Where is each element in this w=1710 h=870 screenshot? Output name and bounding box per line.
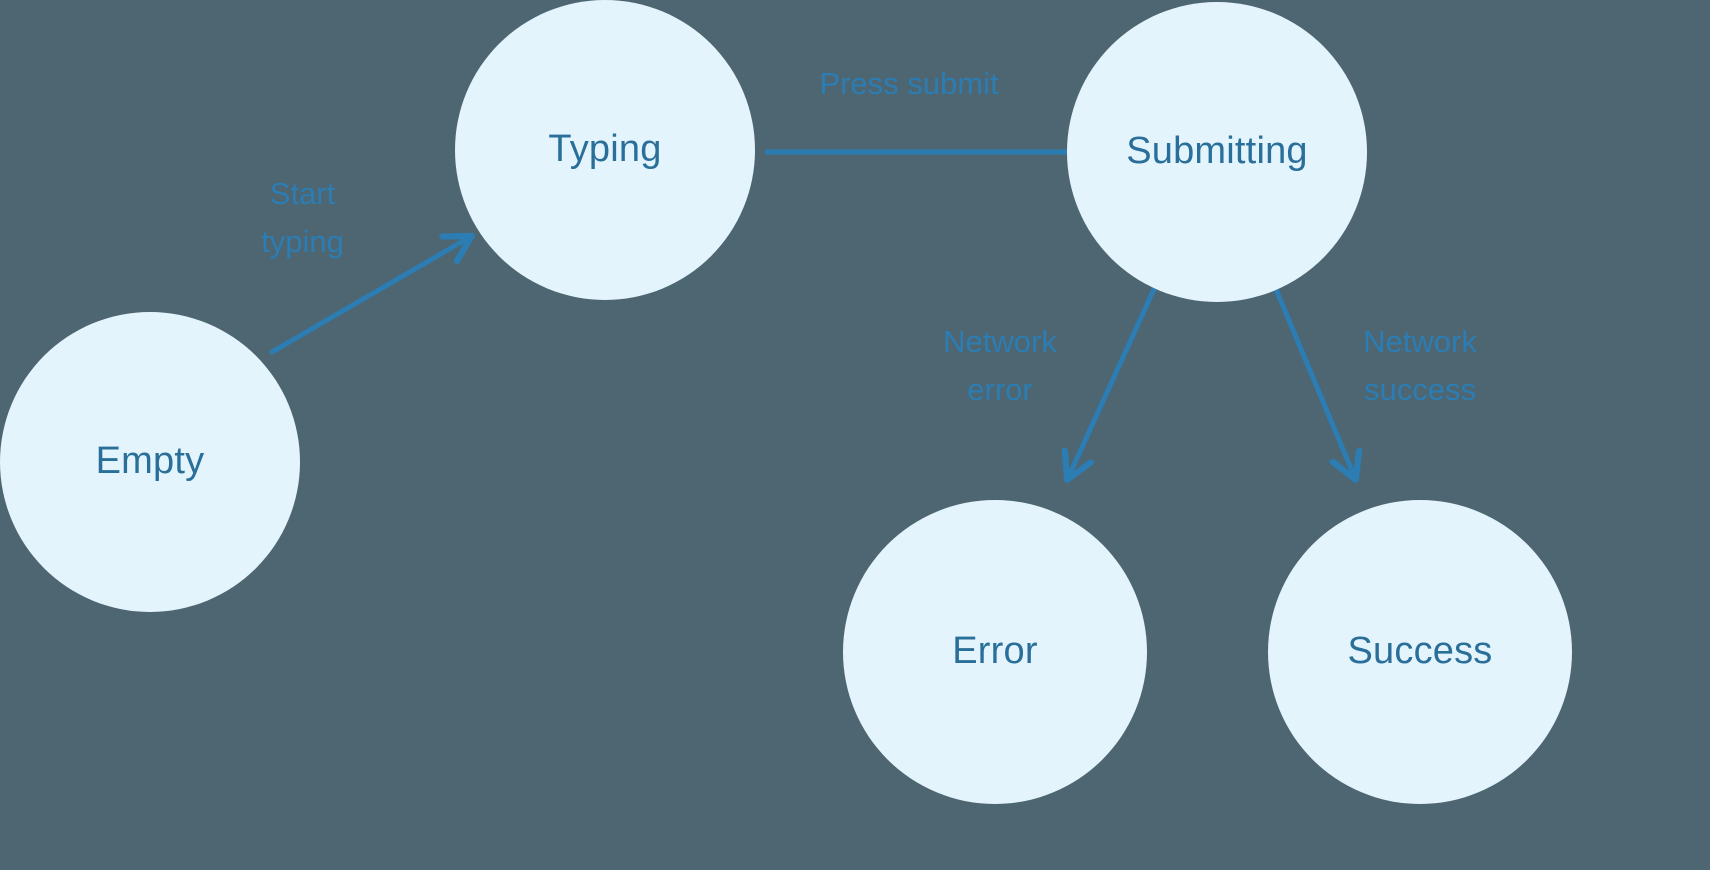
edge-label-network-success: Network success: [1363, 324, 1477, 408]
state-node-success[interactable]: Success: [1268, 500, 1572, 804]
state-node-success-label: Success: [1347, 630, 1493, 673]
edge-label-press-submit: Press submit: [819, 66, 999, 101]
edge-line-network-success: [1272, 284, 1355, 478]
state-node-empty[interactable]: Empty: [0, 312, 300, 612]
state-node-error-label: Error: [952, 630, 1038, 673]
edge-line-network-error: [1068, 284, 1158, 478]
state-node-error[interactable]: Error: [843, 500, 1147, 804]
edge-label-network-error: Network error: [943, 324, 1057, 408]
edge-label-start-typing: Start typing: [261, 176, 344, 260]
state-node-typing-label: Typing: [548, 128, 662, 171]
edge-line-start-typing: [269, 237, 470, 355]
state-node-typing[interactable]: Typing: [455, 0, 755, 300]
state-node-submitting-label: Submitting: [1126, 130, 1308, 173]
state-node-submitting[interactable]: Submitting: [1067, 2, 1367, 302]
state-node-empty-label: Empty: [95, 440, 205, 483]
